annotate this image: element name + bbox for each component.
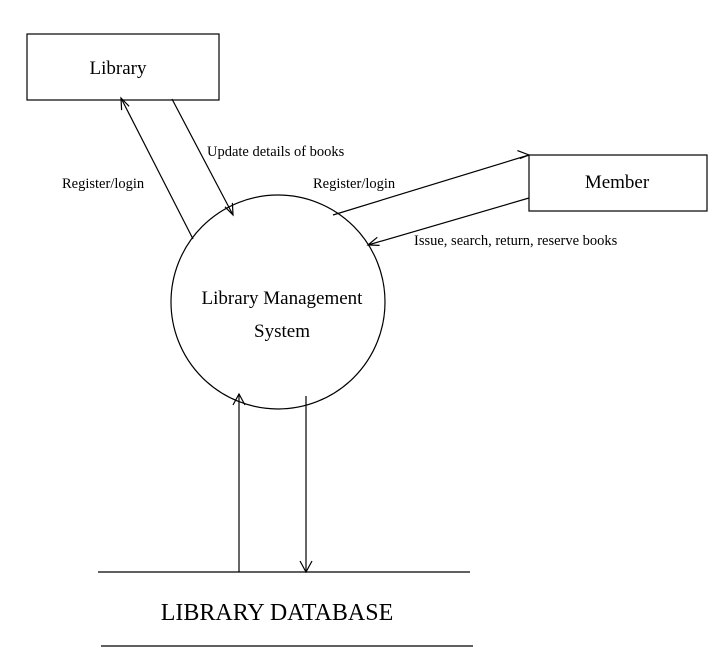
flow-member-register-label: Register/login — [313, 176, 396, 192]
flow-library-register: Register/login — [62, 96, 194, 240]
flow-process-to-database — [299, 396, 313, 574]
flow-library-update: Update details of books — [171, 98, 345, 217]
library-entity-box — [26, 33, 220, 101]
member-entity: Member — [528, 154, 708, 212]
library-management-process: Library Management System — [170, 194, 386, 410]
flow-library-update-arrowhead — [224, 202, 234, 217]
flow-member-register: Register/login — [313, 150, 531, 216]
library-database-store: LIBRARY DATABASE — [98, 571, 473, 647]
flow-library-register-line — [120, 97, 194, 240]
flow-database-to-process-arrowhead — [232, 392, 246, 406]
process-circle — [170, 194, 386, 410]
member-entity-label: Member — [585, 172, 650, 193]
flow-member-actions-label: Issue, search, return, reserve books — [414, 233, 618, 249]
flow-library-update-line — [171, 98, 234, 216]
flow-member-actions-line — [367, 197, 530, 246]
datastore-label: LIBRARY DATABASE — [161, 600, 394, 626]
flow-database-to-process — [232, 392, 246, 572]
process-label-line1: Library Management — [202, 288, 364, 309]
library-entity: Library — [26, 33, 220, 101]
library-entity-label: Library — [90, 58, 147, 79]
flow-library-update-label: Update details of books — [207, 144, 345, 160]
process-label-line2: System — [254, 321, 310, 342]
flow-member-actions-arrowhead — [366, 236, 380, 246]
flow-library-register-arrowhead — [120, 96, 130, 111]
flow-member-register-arrowhead — [517, 150, 531, 160]
flow-member-register-line — [332, 154, 530, 216]
flow-member-actions: Issue, search, return, reserve books — [366, 197, 618, 249]
flow-library-register-label: Register/login — [62, 176, 145, 192]
member-entity-box — [528, 154, 708, 212]
